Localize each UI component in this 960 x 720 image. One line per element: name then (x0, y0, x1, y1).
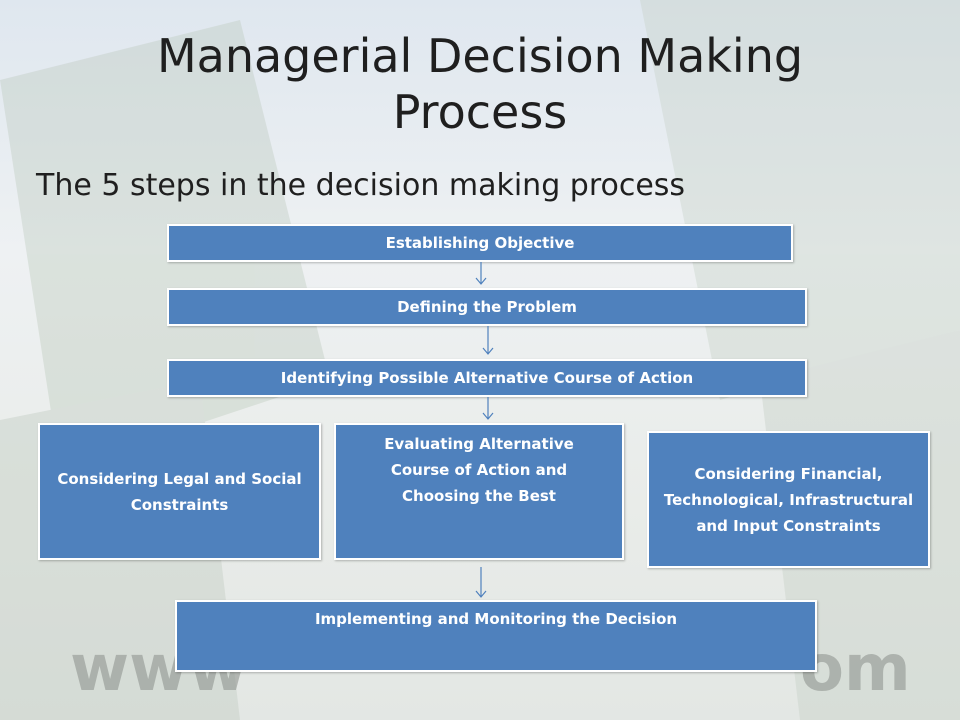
step-evaluating-alternatives: Evaluating Alternative Course of Action … (334, 423, 624, 560)
arrow-2 (482, 326, 494, 355)
arrow-3 (482, 397, 494, 420)
step-establishing-objective: Establishing Objective (167, 224, 793, 262)
arrow-1 (475, 262, 487, 285)
step-financial-technological-constraints: Considering Financial, Technological, In… (647, 431, 930, 568)
arrow-4 (475, 567, 487, 598)
slide-subtitle: The 5 steps in the decision making proce… (36, 168, 686, 203)
slide-title: Managerial Decision Making Process (156, 29, 804, 139)
step-identifying-alternatives: Identifying Possible Alternative Course … (167, 359, 807, 397)
step-legal-social-constraints: Considering Legal and Social Constraints (38, 423, 321, 560)
step-implementing-monitoring: Implementing and Monitoring the Decision (175, 600, 817, 672)
step-defining-problem: Defining the Problem (167, 288, 807, 326)
